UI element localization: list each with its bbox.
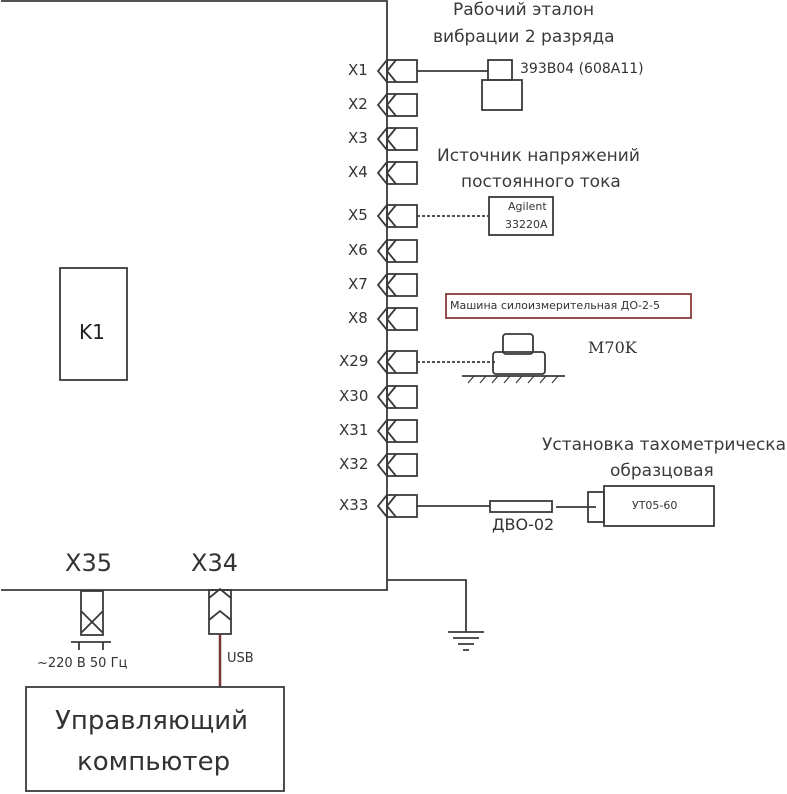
connector-label-x31: X31 [339, 421, 369, 439]
connector-label-x4: X4 [348, 163, 368, 181]
x34-label: X34 [191, 549, 238, 577]
force-machine-model: M70K [588, 338, 637, 357]
power-leads [78, 642, 104, 650]
connector-x3[interactable] [376, 127, 418, 151]
connector-label-x1: X1 [348, 61, 368, 79]
connector-x4[interactable] [376, 161, 418, 185]
connector-x34[interactable] [208, 587, 232, 635]
control-computer-box [25, 686, 285, 792]
connector-label-x7: X7 [348, 275, 368, 293]
connector-label-x8: X8 [348, 309, 368, 327]
connector-label-x3: X3 [348, 129, 368, 147]
x35-label: X35 [65, 549, 112, 577]
connector-x33[interactable] [376, 494, 418, 518]
power-supply-label: ~220 В 50 Гц [37, 656, 128, 671]
vibration-caption-line1: Рабочий эталон [453, 0, 595, 20]
voltage-caption-line1: Источник напряжений [437, 146, 640, 166]
ground-wire [387, 579, 467, 632]
connector-x35[interactable] [80, 590, 104, 636]
voltage-caption-line2: постоянного тока [461, 172, 621, 192]
dvo-sensor-label: ДВО-02 [492, 515, 555, 534]
connector-x7[interactable] [376, 273, 418, 297]
connector-label-x33: X33 [339, 496, 369, 514]
tacho-box-label: УТ05-60 [632, 499, 678, 512]
computer-label-line1: Управляющий [55, 706, 249, 736]
connector-label-x2: X2 [348, 95, 368, 113]
connector-label-x29: X29 [339, 352, 369, 370]
device-enclosure [1, 0, 388, 591]
connector-x1[interactable] [376, 59, 418, 83]
computer-label-line2: компьютер [77, 747, 231, 777]
ground-symbol [448, 631, 484, 651]
connector-x31[interactable] [376, 419, 418, 443]
force-machine-label: Машина силоизмерительная ДО-2-5 [450, 299, 660, 312]
connector-label-x6: X6 [348, 241, 368, 259]
connector-x30[interactable] [376, 385, 418, 409]
voltage-source-brand: Agilent [508, 200, 547, 213]
load-cell-base [492, 351, 546, 375]
connector-x29[interactable] [376, 350, 418, 374]
tacho-caption-line1: Установка тахометрическая [542, 435, 787, 455]
block-k1 [59, 267, 128, 381]
load-cell-top [502, 333, 534, 355]
usb-label: USB [227, 651, 254, 666]
vibration-caption-line2: вибрации 2 разряда [433, 27, 615, 47]
connector-x2[interactable] [376, 93, 418, 117]
connector-x32[interactable] [376, 453, 418, 477]
tacho-caption-line2: образцовая [610, 461, 714, 481]
vibration-sensor-model: 393B04 (608A11) [520, 61, 644, 77]
dvo-sensor [489, 500, 553, 513]
tacho-box [603, 485, 715, 527]
voltage-source-model: 33220A [505, 218, 548, 231]
connector-x6[interactable] [376, 239, 418, 263]
vibration-sensor-head [487, 59, 513, 81]
vibration-sensor-body [481, 79, 523, 111]
force-machine-box [445, 293, 692, 319]
connector-label-x5: X5 [348, 206, 368, 224]
connector-x8[interactable] [376, 307, 418, 331]
connector-x5[interactable] [376, 204, 418, 228]
block-k1-label: K1 [79, 320, 105, 344]
ground-hatching [467, 375, 559, 384]
voltage-source-box [488, 196, 554, 236]
connector-label-x32: X32 [339, 455, 369, 473]
connector-label-x30: X30 [339, 387, 369, 405]
